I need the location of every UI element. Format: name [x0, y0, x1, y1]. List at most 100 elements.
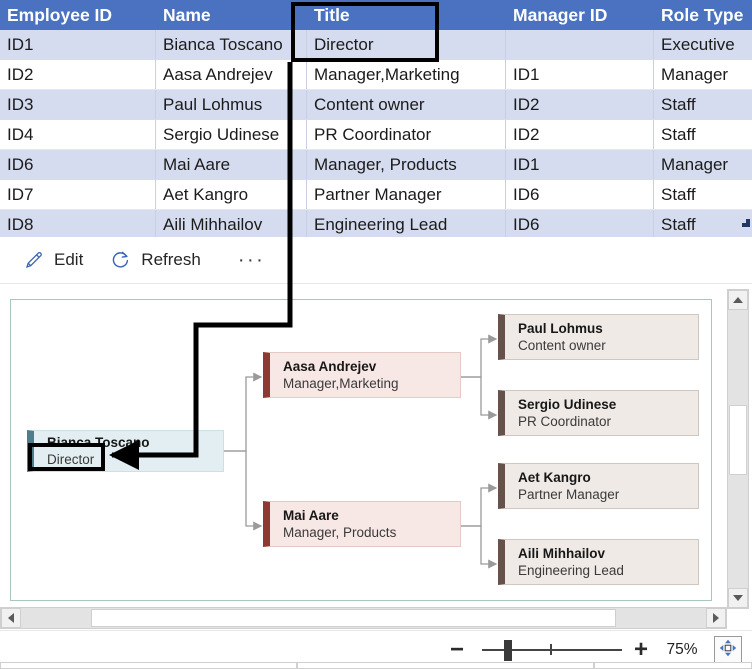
- cell-title[interactable]: Manager,Marketing: [306, 59, 506, 90]
- chevron-left-icon: [8, 613, 14, 623]
- cell-name[interactable]: Aili Mihhailov: [155, 209, 307, 240]
- table-row[interactable]: ID6 Mai Aare Manager, Products ID1 Manag…: [0, 149, 752, 180]
- cell-title[interactable]: Partner Manager: [306, 179, 506, 210]
- zoom-percent-label: 75%: [666, 641, 698, 658]
- cell-title[interactable]: PR Coordinator: [306, 119, 506, 150]
- chart-toolbar: Edit Refresh ···: [0, 237, 752, 284]
- refresh-button[interactable]: Refresh: [101, 243, 210, 277]
- bottom-cell: [594, 662, 752, 669]
- scroll-up-button[interactable]: [728, 290, 748, 310]
- refresh-button-label: Refresh: [141, 250, 201, 269]
- cell-manager-id[interactable]: ID1: [505, 149, 654, 180]
- cell-manager-id[interactable]: ID2: [505, 119, 654, 150]
- cell-employee-id[interactable]: ID8: [0, 209, 156, 240]
- cell-role-type[interactable]: Manager: [653, 149, 752, 180]
- table-row[interactable]: ID2 Aasa Andrejev Manager,Marketing ID1 …: [0, 59, 752, 90]
- table-row[interactable]: ID7 Aet Kangro Partner Manager ID6 Staff: [0, 179, 752, 210]
- cell-manager-id[interactable]: ID2: [505, 89, 654, 120]
- org-node-title: Content owner: [518, 337, 606, 353]
- fit-to-screen-button[interactable]: [714, 636, 742, 664]
- org-node-name: Aili Mihhailov: [518, 545, 606, 561]
- table-row[interactable]: ID1 Bianca Toscano Director Executive: [0, 30, 752, 60]
- cell-title[interactable]: Director: [306, 30, 506, 60]
- org-node-name: Paul Lohmus: [518, 320, 603, 336]
- cell-role-type[interactable]: Staff: [653, 89, 752, 120]
- cell-employee-id[interactable]: ID7: [0, 179, 156, 210]
- table-row[interactable]: ID8 Aili Mihhailov Engineering Lead ID6 …: [0, 209, 752, 240]
- org-node-name: Mai Aare: [283, 507, 339, 523]
- employee-table: Employee ID Name Title Manager ID Role T…: [0, 0, 752, 240]
- cell-name[interactable]: Paul Lohmus: [155, 89, 307, 120]
- cell-title[interactable]: Content owner: [306, 89, 506, 120]
- org-node-aet-kangro[interactable]: Aet Kangro Partner Manager: [498, 463, 699, 509]
- cell-role-type[interactable]: Manager: [653, 59, 752, 90]
- org-node-name: Sergio Udinese: [518, 396, 617, 412]
- cell-employee-id[interactable]: ID3: [0, 89, 156, 120]
- cell-role-type[interactable]: Staff: [653, 179, 752, 210]
- vertical-scrollbar-thumb[interactable]: [729, 405, 747, 475]
- cell-employee-id[interactable]: ID4: [0, 119, 156, 150]
- zoom-in-button[interactable]: +: [633, 636, 648, 663]
- cell-title[interactable]: Engineering Lead: [306, 209, 506, 240]
- scroll-right-button[interactable]: [706, 608, 726, 628]
- cell-name[interactable]: Aet Kangro: [155, 179, 307, 210]
- bottom-cell: [297, 662, 594, 669]
- cell-employee-id[interactable]: ID6: [0, 149, 156, 180]
- org-node-paul-lohmus[interactable]: Paul Lohmus Content owner: [498, 314, 699, 360]
- cell-role-type[interactable]: Staff: [653, 119, 752, 150]
- annotation-highlight-title-column: [291, 2, 439, 62]
- zoom-slider-handle[interactable]: [504, 640, 512, 661]
- org-chart-canvas[interactable]: Bianca Toscano Director Aasa Andrejev Ma…: [10, 299, 712, 601]
- zoom-slider[interactable]: [482, 637, 622, 663]
- org-node-sergio-udinese[interactable]: Sergio Udinese PR Coordinator: [498, 390, 699, 436]
- org-node-title: Partner Manager: [518, 486, 620, 502]
- org-node-title: Manager, Products: [283, 524, 397, 540]
- more-options-button[interactable]: ···: [237, 249, 266, 271]
- column-header-name[interactable]: Name: [155, 0, 307, 30]
- refresh-icon: [110, 249, 132, 271]
- org-node-name: Aasa Andrejev: [283, 358, 377, 374]
- edit-button[interactable]: Edit: [14, 243, 92, 277]
- column-header-employee-id[interactable]: Employee ID: [0, 0, 156, 30]
- org-node-manager-products[interactable]: Mai Aare Manager, Products: [263, 501, 461, 547]
- table-row[interactable]: ID3 Paul Lohmus Content owner ID2 Staff: [0, 89, 752, 120]
- column-header-manager-id[interactable]: Manager ID: [505, 0, 654, 30]
- org-node-manager-marketing[interactable]: Aasa Andrejev Manager,Marketing: [263, 352, 461, 398]
- cell-name[interactable]: Mai Aare: [155, 149, 307, 180]
- cell-name[interactable]: Bianca Toscano: [155, 30, 307, 60]
- bottom-cell-strip: [0, 662, 752, 669]
- org-node-title: Manager,Marketing: [283, 375, 399, 391]
- vertical-scrollbar[interactable]: [727, 289, 749, 609]
- horizontal-scrollbar-thumb[interactable]: [91, 609, 616, 627]
- cell-name[interactable]: Aasa Andrejev: [155, 59, 307, 90]
- scroll-down-button[interactable]: [728, 588, 748, 608]
- edit-button-label: Edit: [54, 250, 84, 269]
- zoom-slider-rail: [482, 649, 622, 651]
- cell-employee-id[interactable]: ID1: [0, 30, 156, 60]
- bottom-cell: [0, 662, 297, 669]
- cell-role-type[interactable]: Staff: [653, 209, 752, 240]
- cell-name[interactable]: Sergio Udinese: [155, 119, 307, 150]
- org-node-aili-mihhailov[interactable]: Aili Mihhailov Engineering Lead: [498, 539, 699, 585]
- cell-manager-id[interactable]: ID6: [505, 179, 654, 210]
- table-row[interactable]: ID4 Sergio Udinese PR Coordinator ID2 St…: [0, 119, 752, 150]
- org-node-title: Engineering Lead: [518, 562, 624, 578]
- zoom-out-button[interactable]: −: [449, 636, 464, 663]
- scroll-left-button[interactable]: [1, 608, 21, 628]
- fit-to-screen-icon: [719, 639, 737, 662]
- cell-manager-id[interactable]: ID1: [505, 59, 654, 90]
- cell-manager-id[interactable]: [505, 30, 654, 60]
- horizontal-scrollbar[interactable]: [0, 607, 727, 629]
- annotation-highlight-director-field: [28, 443, 105, 471]
- chevron-down-icon: [733, 595, 743, 601]
- cell-manager-id[interactable]: ID6: [505, 209, 654, 240]
- cell-role-type[interactable]: Executive: [653, 30, 752, 60]
- pencil-icon: [23, 249, 45, 271]
- zoom-slider-tick: [550, 644, 552, 655]
- column-header-role-type[interactable]: Role Type: [653, 0, 752, 30]
- cell-employee-id[interactable]: ID2: [0, 59, 156, 90]
- chevron-up-icon: [733, 297, 743, 303]
- cell-title[interactable]: Manager, Products: [306, 149, 506, 180]
- chevron-right-icon: [713, 613, 719, 623]
